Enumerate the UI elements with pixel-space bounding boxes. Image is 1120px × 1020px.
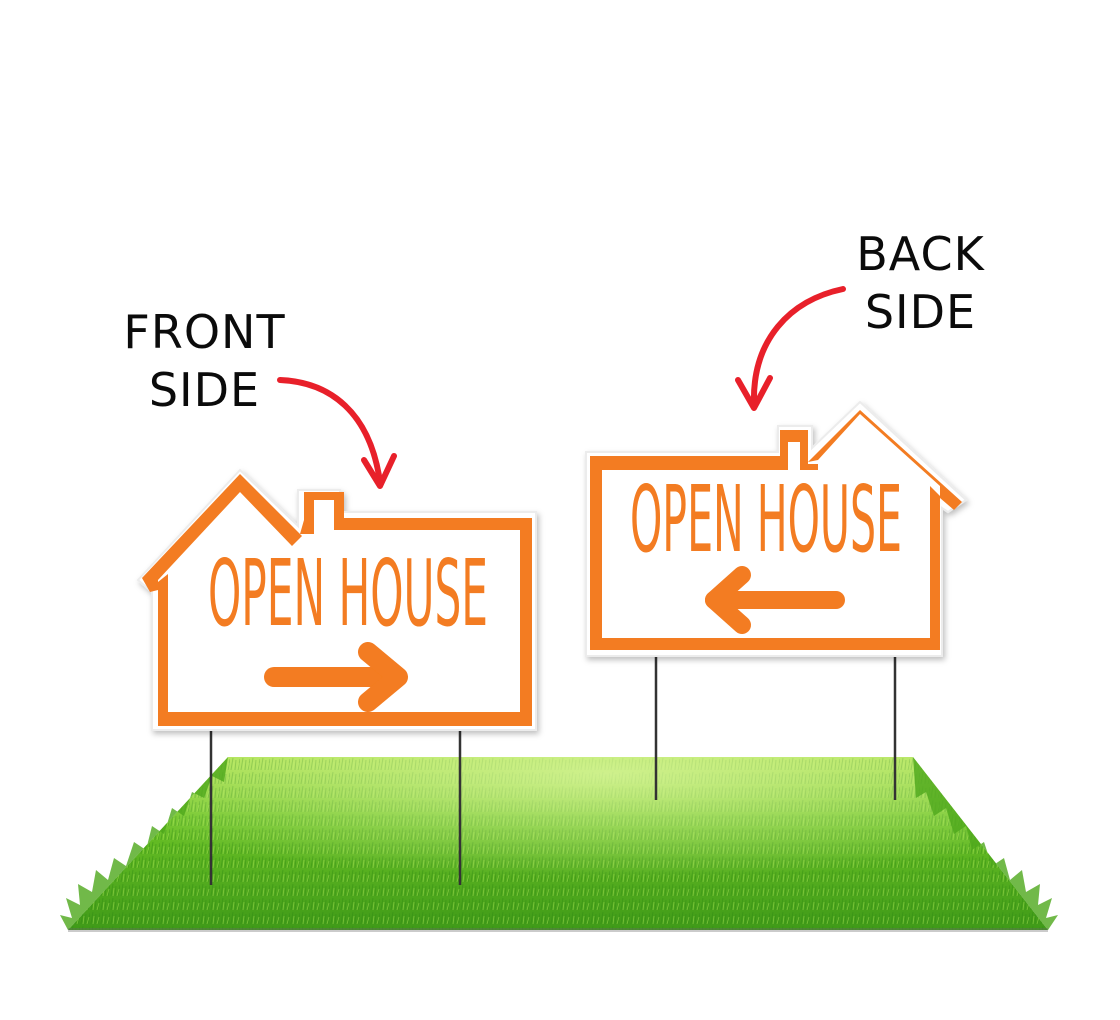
curved-arrow-down-right-icon	[277, 377, 397, 489]
arrow-right-icon	[264, 642, 408, 712]
front-label-line2: SIDE	[148, 363, 261, 417]
back-label-line2: SIDE	[864, 285, 977, 339]
front-sign-text: OPEN HOUSE	[208, 540, 488, 647]
svg-text:OPEN HOUSE: OPEN HOUSE	[208, 540, 488, 647]
back-label-line1: BACK	[856, 227, 985, 281]
arrow-left-icon	[705, 566, 845, 634]
front-sign: OPEN HOUSE	[136, 468, 537, 731]
back-sign-text: OPEN HOUSE	[630, 466, 902, 573]
front-label-line1: FRONT	[123, 305, 286, 359]
back-sign: OPEN HOUSE	[585, 400, 968, 657]
grass-lawn	[60, 757, 1058, 932]
svg-text:OPEN HOUSE: OPEN HOUSE	[630, 466, 902, 573]
front-side-label: FRONT SIDE	[112, 303, 297, 419]
sign-stakes	[209, 652, 897, 885]
curved-arrow-down-left-icon	[735, 286, 846, 411]
back-side-label: BACK SIDE	[843, 225, 998, 341]
